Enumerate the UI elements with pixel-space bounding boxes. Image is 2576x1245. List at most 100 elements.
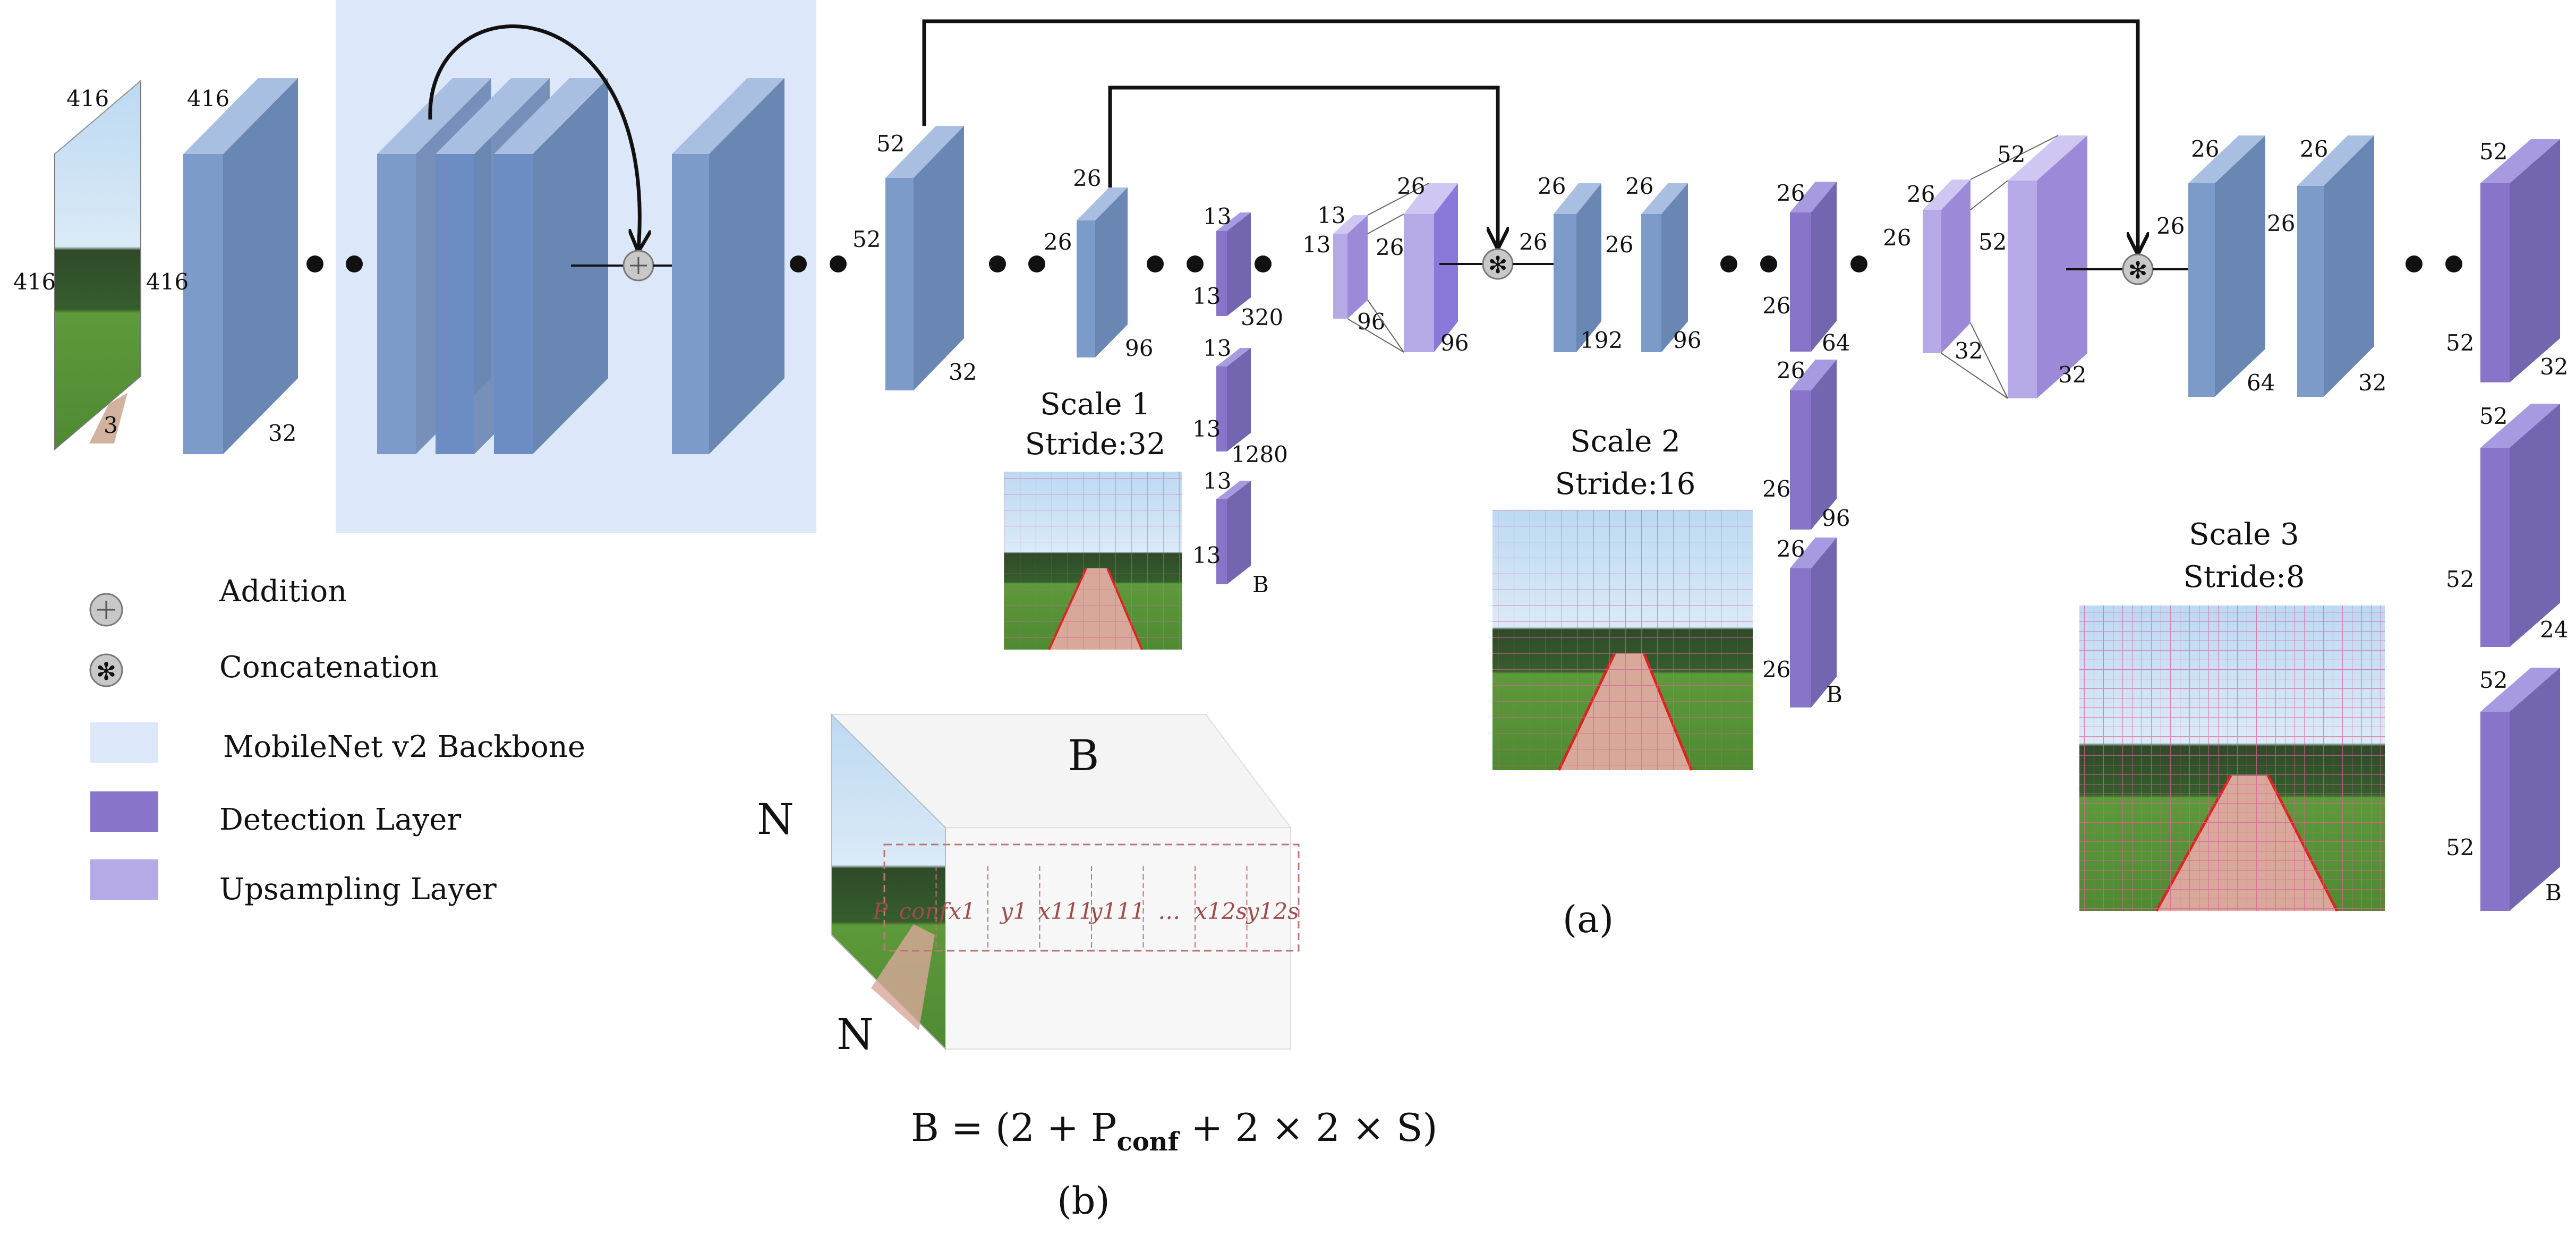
residual-connection [428,24,639,250]
svg-text:✻: ✻ [2128,257,2148,284]
detection-layer-26-64 [1790,182,1837,352]
s2d3-channels-label: B [1826,681,1843,707]
detection-layer-13-1280 [1216,348,1251,451]
legend-upsampling-label: Upsampling Layer [219,872,497,907]
concatenation-node-1: ✻ [1482,248,1514,280]
s3d1-width-label: 52 [2479,139,2507,165]
input-image [54,79,141,451]
upsampling-layer-26 [1347,183,1458,353]
s2d2-height-label: 26 [1762,476,1790,502]
tensor-cell-label: x111 [1038,898,1093,924]
legend-addition-label: Addition [219,574,347,609]
ellipsis-dot [1720,255,1737,272]
equation: B = (2 + Pconf + 2 × 2 × S) [911,1105,1438,1157]
ellipsis-dot [2445,255,2462,272]
scale1-grid-image [1004,472,1182,650]
c2-width-label: 26 [1625,173,1653,199]
s3c2-channels-label: 32 [2358,370,2386,396]
s3c2-height-label: 26 [2267,210,2295,236]
equation-lhs: B = (2 + P [911,1105,1116,1150]
s2d3-height-label: 26 [1762,656,1790,683]
d1-channels-label: 320 [1241,304,1283,330]
s2d1-channels-label: 64 [1822,330,1850,356]
legend-detection-label: Detection Layer [219,803,461,837]
scale2-stride: Stride:16 [1555,467,1696,501]
concatenation-node-2: ✻ [2122,253,2154,285]
tensor-cell-label: x1 [949,898,975,924]
legend-backbone-label: MobileNet v2 Backbone [223,730,585,764]
up1-width-label: 13 [1317,202,1345,228]
scale2-grid-image [1492,510,1753,771]
s3d2-height-label: 52 [2446,566,2474,592]
s2up1-channels-label: 32 [1955,338,1983,364]
ellipsis-dot [1255,255,1272,272]
s3c1-channels-label: 64 [2247,370,2275,396]
addition-legend-icon [89,593,123,627]
s2d2-width-label: 26 [1777,357,1805,383]
addition-node [622,250,654,282]
equation-rhs: + 2 × 2 × S) [1179,1105,1437,1150]
s3d3-height-label: 52 [2446,834,2474,860]
detection-layer-26-B [1790,538,1837,707]
b52-width-label: 52 [876,131,905,157]
detection-layer-52-32 [2480,139,2560,382]
s2up2-channels-label: 32 [2058,362,2086,388]
c1-width-label: 26 [1538,173,1566,199]
legend: Addition ✻ Concatenation MobileNet v2 Ba… [89,574,585,907]
s3d3-channels-label: B [2545,880,2562,906]
ellipsis-dot [2406,255,2423,272]
scale3-grid-image [2079,606,2385,912]
concat2-height-label: 26 [2156,213,2185,239]
up2-height-label: 26 [1376,234,1404,260]
upsampling-swatch [90,859,158,900]
b26-width-label: 26 [1073,165,1101,191]
s3c2-width-label: 26 [2300,136,2328,162]
backbone-block-3 [672,78,784,454]
block1-width-label: 416 [187,86,229,112]
scale1-stride: Stride:32 [1025,427,1166,462]
detection-layer-13-B [1216,481,1251,584]
tensor-cell-label: P_conf [872,898,951,924]
scale3-title: Scale 3 [2189,517,2299,552]
skip-connection-2 [922,19,2138,252]
s3d2-channels-label: 24 [2540,617,2568,643]
detection-layer-13-320 [1216,212,1251,316]
c2-channels-label: 96 [1673,327,1701,353]
ellipsis-dot [1760,255,1777,272]
upsampling-layer-26b [1923,180,1971,353]
backbone-swatch [90,722,158,763]
c2-height-label: 26 [1605,232,1633,258]
upsampling-layer-52 [1941,135,2087,399]
tensor-bottom-label: N [837,1010,874,1059]
skip-connection-1 [1108,86,1498,247]
concat1-height-label: 26 [1519,229,1547,255]
s2up1-height-label-2: 26 [1883,225,1911,251]
ellipsis-dot [346,255,363,272]
s2up1-height-label: 26 [1907,181,1935,207]
detection-layer-52-B [2480,668,2560,911]
svg-text:✻: ✻ [1488,252,1508,279]
caption-a: (a) [1563,898,1614,941]
input-width-label: 416 [66,86,109,112]
block1-channels-label: 32 [268,420,296,446]
input-height-label: 416 [13,269,56,295]
d3-width-label: 13 [1203,468,1231,494]
tensor-cell-label: x12s [1195,898,1247,924]
b26-height-label: 26 [1044,229,1072,255]
ellipsis-dot [1028,255,1045,272]
up2-channels-label: 96 [1440,330,1469,356]
up1-channels-label: 96 [1357,309,1385,335]
scale2-title: Scale 2 [1570,424,1681,459]
s3d1-channels-label: 32 [2540,354,2568,380]
ellipsis-dot [790,255,807,272]
b52-height-label: 52 [852,226,881,252]
tensor-cell-label: y111 [1089,898,1145,924]
block-26 [1077,187,1128,357]
s2up2-width-label: 52 [1997,141,2025,167]
tensor-cell-label: y12s [1246,898,1299,924]
detection-swatch [90,791,158,832]
s2up2-height-label: 52 [1978,229,2007,255]
scale2-conv-96 [1641,183,1688,352]
